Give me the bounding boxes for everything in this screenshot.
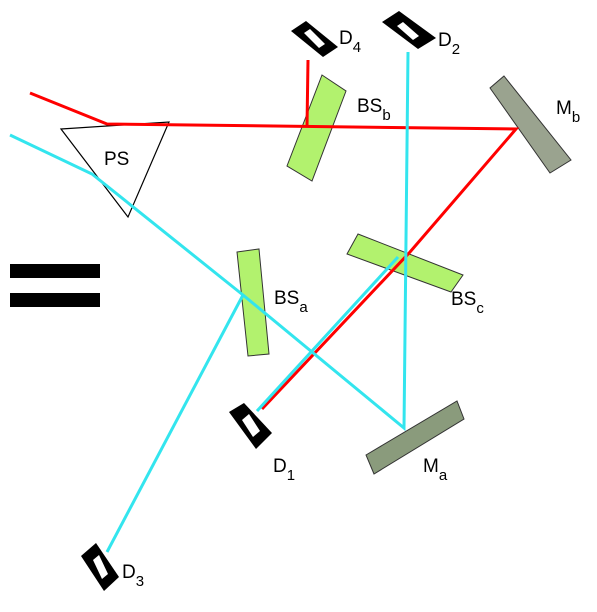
mirror-a: [365, 400, 465, 475]
equals-bar-bottom: [10, 293, 100, 307]
cyan-beam-to-d3: [105, 294, 245, 553]
label-d1: D1: [273, 456, 295, 484]
detector-d4: [291, 21, 338, 57]
mirror-b: [489, 75, 572, 174]
label-m-b: Mb: [556, 98, 580, 126]
label-bs-b: BSb: [357, 96, 391, 124]
detector-d1: [229, 403, 272, 449]
detector-d2: [382, 11, 436, 49]
cyan-beam-to-d1: [255, 255, 400, 413]
label-m-a: Ma: [423, 456, 448, 484]
red-beam-to-d4: [305, 59, 310, 128]
label-bs-c: BSc: [451, 289, 484, 317]
detector-d3: [81, 543, 119, 591]
label-d3: D3: [122, 562, 144, 590]
label-bs-a: BSa: [274, 288, 308, 316]
label-d2: D2: [438, 30, 460, 58]
red-beam-path: [29, 91, 520, 411]
equals-bar-top: [10, 264, 100, 278]
label-ps: PS: [104, 149, 129, 170]
label-d4: D4: [339, 28, 361, 56]
